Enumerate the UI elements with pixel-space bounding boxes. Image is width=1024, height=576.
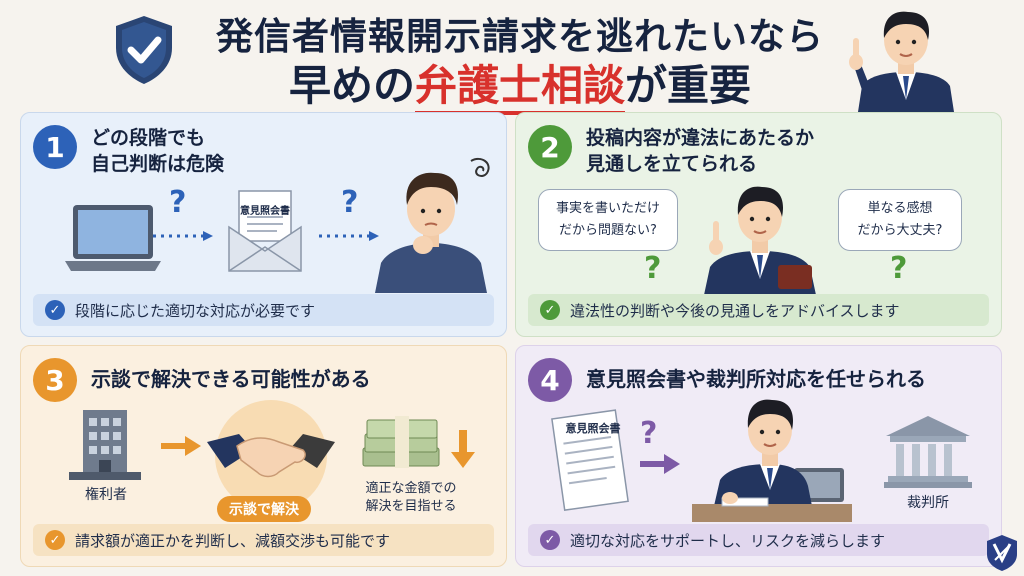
question-mark-icon: ? [644, 251, 662, 286]
handshake-icon [207, 400, 335, 512]
fair-amount-label: 適正な金額での 解決を目指せる [351, 480, 471, 516]
bubble-right-line-2: だから大丈夫? [857, 223, 943, 238]
dotted-arrow-icon [319, 231, 379, 241]
card-1-title-line-1: どの段階でも [91, 127, 206, 149]
card-1-title: どの段階でも 自己判断は危険 [91, 125, 224, 177]
fair-amount-line-1: 適正な金額での [365, 481, 457, 496]
card-2-title-line-2: 見通しを立てられる [586, 153, 758, 175]
check-icon: ✓ [540, 530, 560, 550]
title-highlight: 弁護士相談 [414, 61, 625, 115]
bubble-right-line-1: 単なる感想 [867, 201, 933, 216]
speech-bubble-right: 単なる感想 だから大丈夫? [838, 189, 962, 251]
card-3-title: 示談で解決できる可能性がある [91, 367, 371, 391]
card-1-footer-text: 段階に応じた適切な対応が必要です [75, 301, 316, 320]
card-2-footer-text: 違法性の判断や今後の見通しをアドバイスします [570, 301, 900, 320]
speech-bubble-left: 事実を書いただけ だから問題ない? [538, 189, 678, 251]
arrow-right-icon [161, 436, 201, 456]
card-1-title-line-2: 自己判断は危険 [91, 153, 225, 175]
courthouse-icon [884, 416, 972, 488]
card-2-title-line-1: 投稿内容が違法にあたるか [586, 127, 815, 149]
card-1-number: 1 [33, 125, 77, 169]
question-mark-icon: ? [640, 416, 658, 451]
card-2-number: 2 [528, 125, 572, 169]
card-3-footer-text: 請求額が適正かを判断し、減額交渉も可能です [75, 531, 391, 550]
lawyer-pointing-illustration [704, 186, 816, 295]
document-label: 意見照会書 [240, 206, 290, 217]
card-3: 3 示談で解決できる可能性がある 権利者 示談で解決 適正な金額での 解決を目指… [20, 345, 507, 567]
money-stack-icon [362, 416, 440, 468]
question-mark-icon: ? [890, 251, 908, 286]
card-2-footer: ✓ 違法性の判断や今後の見通しをアドバイスします [528, 294, 989, 326]
lawyer-at-desk-illustration [692, 399, 852, 522]
card-1-footer: ✓ 段階に応じた適切な対応が必要です [33, 294, 494, 326]
card-4-number: 4 [528, 358, 572, 402]
card-2: 2 投稿内容が違法にあたるか 見通しを立てられる 事実を書いただけ だから問題な… [515, 112, 1002, 337]
card-4-title: 意見照会書や裁判所対応を任せられる [586, 367, 926, 391]
page-subtitle: 早めの弁護士相談が重要 [200, 52, 840, 115]
document-label: 意見照会書 [565, 422, 621, 435]
question-mark-icon: ? [169, 185, 187, 220]
fair-amount-line-2: 解決を目指せる [365, 499, 457, 514]
page-title: 発信者情報開示請求を逃れたいなら [216, 15, 824, 58]
check-icon: ✓ [45, 300, 65, 320]
bubble-left-line-1: 事実を書いただけ [555, 201, 660, 216]
card-3-number: 3 [33, 358, 77, 402]
card-1: 1 どの段階でも 自己判断は危険 ? 意見照会書 ? ✓ [20, 112, 507, 337]
settlement-badge: 示談で解決 [217, 496, 311, 522]
card-4-footer: ✓ 適切な対応をサポートし、リスクを減らします [528, 524, 989, 556]
rights-holder-label: 権利者 [85, 487, 127, 503]
dotted-arrow-icon [153, 231, 213, 241]
envelope-document-icon [228, 190, 302, 272]
card-4: 4 意見照会書や裁判所対応を任せられる 意見照会書 ? [515, 345, 1002, 567]
header: 発信者情報開示請求を逃れたいなら 早めの弁護士相談が重要 [0, 0, 1024, 115]
card-2-title: 投稿内容が違法にあたるか 見通しを立てられる [586, 125, 814, 177]
question-mark-icon: ? [341, 185, 359, 220]
arrow-right-icon [640, 454, 680, 474]
shield-check-icon [116, 16, 172, 84]
laptop-icon [65, 205, 161, 271]
title-post: が重要 [625, 61, 752, 110]
worried-man-illustration [375, 157, 490, 293]
law-office-logo [987, 535, 1017, 571]
title-pre: 早めの [288, 61, 415, 110]
bubble-left-line-2: だから問題ない? [559, 223, 657, 238]
card-4-footer-text: 適切な対応をサポートし、リスクを減らします [570, 531, 886, 550]
arrow-down-icon [451, 430, 475, 468]
card-3-footer: ✓ 請求額が適正かを判断し、減額交渉も可能です [33, 524, 494, 556]
court-label: 裁判所 [907, 495, 949, 511]
document-icon [551, 409, 629, 511]
office-building-icon [69, 410, 141, 480]
lawyer-pointing-illustration [849, 11, 954, 112]
check-icon: ✓ [45, 530, 65, 550]
check-icon: ✓ [540, 300, 560, 320]
